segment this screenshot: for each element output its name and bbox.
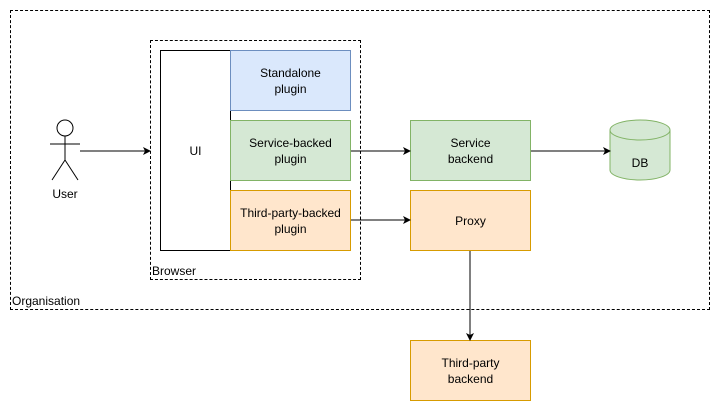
- third-party-backend-label: Third-party backend: [441, 355, 500, 386]
- service-backend-label: Service backend: [447, 135, 494, 166]
- organisation-container: [10, 10, 710, 310]
- service-backend[interactable]: Service backend: [410, 120, 531, 181]
- service-backed-plugin-label: Service-backed plugin: [249, 135, 332, 166]
- db-label: DB: [631, 156, 649, 170]
- standalone-plugin-label: Standalone plugin: [260, 65, 321, 96]
- browser-container: [150, 40, 361, 280]
- third-party-backed-plugin[interactable]: Third-party-backed plugin: [230, 190, 351, 251]
- third-party-backend[interactable]: Third-party backend: [410, 340, 531, 401]
- proxy-label: Proxy: [455, 213, 486, 228]
- user-label: User: [52, 187, 78, 201]
- ui-label: UI: [189, 143, 202, 158]
- ui-box[interactable]: UI: [160, 50, 231, 251]
- browser-label: Browser: [152, 264, 197, 278]
- standalone-plugin[interactable]: Standalone plugin: [230, 50, 351, 111]
- third-party-backed-plugin-label: Third-party-backed plugin: [240, 205, 341, 236]
- user-icon[interactable]: [50, 119, 80, 181]
- service-backed-plugin[interactable]: Service-backed plugin: [230, 120, 351, 181]
- db-cylinder-icon[interactable]: [609, 119, 671, 181]
- organisation-label: Organisation: [12, 294, 81, 308]
